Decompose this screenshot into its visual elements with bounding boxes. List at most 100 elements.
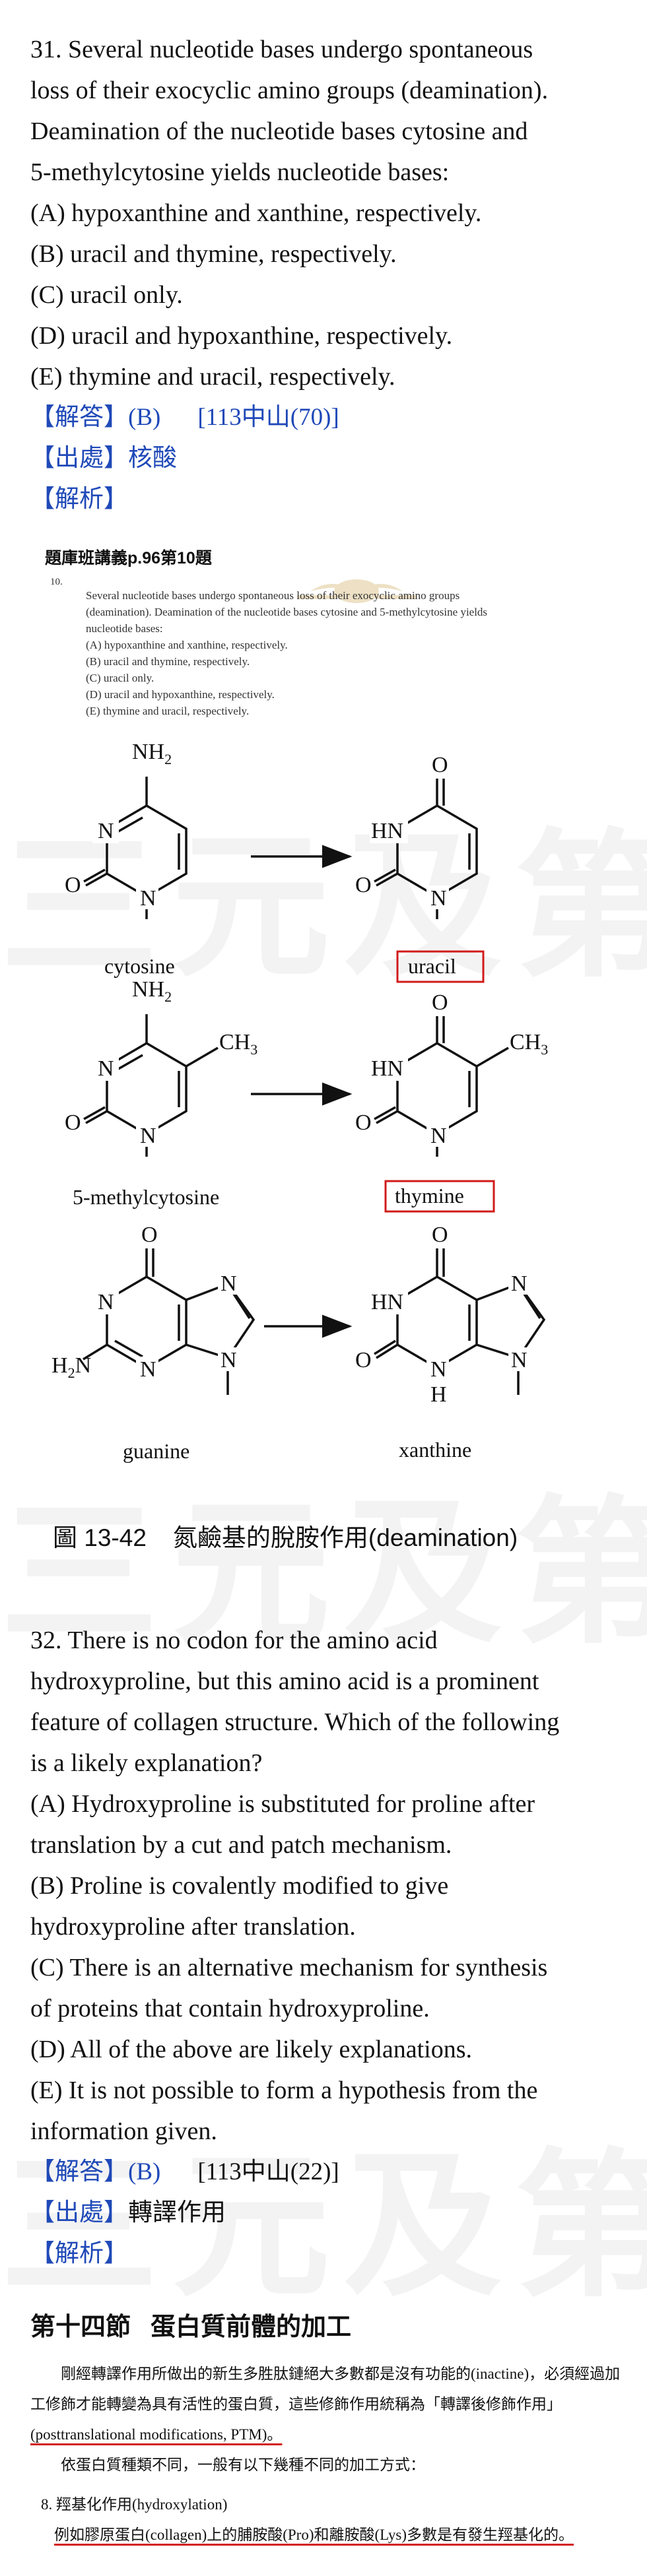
excerpt-line: (posttranslational modifications, PTM)。: [30, 2420, 625, 2450]
handout-line: (A) hypoxanthine and xanthine, respectiv…: [86, 639, 288, 651]
label-thymine: thymine: [395, 1184, 464, 1208]
q31-option-e: (E) thymine and uracil, respectively.: [30, 363, 395, 391]
atom-n: N: [140, 1357, 156, 1382]
cytosine-atoms: N N O NH2 cytosine: [65, 740, 175, 978]
thymine-highlight-box: [384, 1180, 495, 1213]
q31-analysis-row: 【解析】: [30, 479, 625, 520]
q32-line: feature of collagen structure. Which of …: [30, 1708, 560, 1736]
thymine-atoms: HN N O O CH3 thymine: [355, 990, 548, 1213]
label-5-methylcytosine: 5-methylcytosine: [73, 1185, 219, 1209]
atom-nh2: NH2: [132, 977, 172, 1005]
logo-watermark-icon: [297, 579, 416, 603]
q32-option-a: (A) Hydroxyproline is substituted for pr…: [30, 1790, 535, 1818]
handout-line: (deamination). Deamination of the nucleo…: [86, 606, 488, 618]
q32-option-d: (D) All of the above are likely explanat…: [30, 2036, 473, 2063]
q32-option-e: (E) It is not possible to form a hypothe…: [30, 2077, 538, 2104]
guanine-atoms: N N O N N H2N guanine: [51, 1223, 240, 1463]
caption-text: 氮鹼基的脫胺作用(deamination): [172, 1524, 518, 1551]
atom-o: O: [355, 1111, 372, 1135]
atom-n: N: [98, 819, 114, 843]
q31-line: Deamination of the nucleotide bases cyto…: [30, 117, 528, 145]
q31-line: 5-methylcytosine yields nucleotide bases…: [30, 158, 450, 186]
excerpt-line: 剛經轉譯作用所做出的新生多胜肽鏈絕大多數都是沒有功能的(inactine)，必須…: [61, 2366, 621, 2382]
handout-line: (C) uracil only.: [86, 672, 154, 684]
guanine-structure: [83, 1248, 255, 1395]
answer-label: 【解答】: [30, 404, 128, 431]
answer-label: 【解答】: [30, 2158, 128, 2185]
atom-n: N: [430, 1357, 447, 1382]
analysis-label: 【解析】: [30, 486, 128, 513]
q31-answer-row: 【解答】(B)[113中山(70)]: [30, 397, 625, 438]
item-text: 例如膠原蛋白(collagen)上的脯胺酸(Pro)和離胺酸(Lys)多數是有發…: [30, 2520, 625, 2550]
atom-o: O: [432, 1223, 448, 1247]
q31-origin-row: 【出處】核酸: [30, 438, 625, 479]
label-cytosine: cytosine: [104, 954, 175, 978]
origin-value: 轉譯作用: [128, 2199, 226, 2226]
analysis-label: 【解析】: [30, 2240, 128, 2267]
section-heading: 蛋白質前體的加工: [151, 2313, 352, 2341]
q31-option-d: (D) uracil and hypoxanthine, respectivel…: [30, 322, 453, 350]
label-guanine: guanine: [123, 1439, 189, 1463]
item-title: 8. 羥基化作用(hydroxylation): [41, 2496, 228, 2513]
origin-label: 【出處】: [30, 445, 128, 472]
section-number: 第十四節: [30, 2313, 131, 2341]
handout-body: Several nucleotide bases undergo spontan…: [86, 587, 627, 719]
atom-hn: HN: [371, 819, 403, 843]
xanthine-atoms: HN N H O O N N xanthine: [355, 1223, 531, 1462]
atom-o: O: [432, 990, 448, 1015]
atom-n: N: [430, 1124, 447, 1148]
q32-line: is a likely explanation?: [30, 1749, 263, 1777]
answer-value: (B): [128, 2158, 161, 2185]
excerpt-line: 工修飾才能轉變為具有活性的蛋白質，這些修飾作用統稱為「轉譯後修飾作用」: [30, 2396, 562, 2412]
origin-label: 【出處】: [30, 2199, 128, 2226]
q32-option-b: (B) Proline is covalently modified to gi…: [30, 1872, 449, 1900]
handout-line: (D) uracil and hypoxanthine, respectivel…: [86, 688, 275, 701]
atom-o: O: [355, 873, 372, 897]
handout-line: (E) thymine and uracil, respectively.: [86, 705, 250, 717]
uracil-atoms: HN N O O uracil: [355, 753, 485, 983]
atom-n: N: [221, 1348, 237, 1372]
q31-option-c: (C) uracil only.: [30, 281, 183, 309]
item-text-underlined: 例如膠原蛋白(collagen)上的脯胺酸(Pro)和離胺酸(Lys)多數是有發…: [54, 2527, 574, 2543]
q32-line: 32. There is no codon for the amino acid: [30, 1626, 438, 1654]
handout-title: 題庫班講義p.96第10題: [45, 549, 212, 567]
atom-o: O: [65, 1111, 81, 1135]
label-xanthine: xanthine: [399, 1438, 471, 1462]
atom-o: O: [65, 873, 81, 897]
question-31: 31. Several nucleotide bases undergo spo…: [30, 29, 625, 520]
watermark: 三元及第: [0, 1481, 647, 1665]
atom-ch3: CH3: [219, 1030, 257, 1058]
handout-line: (B) uracil and thymine, respectively.: [86, 655, 250, 668]
atom-n: N: [511, 1348, 528, 1372]
q32-line: of proteins that contain hydroxyproline.: [30, 1995, 430, 2022]
deamination-figure: N N O NH2 cytosine HN N: [0, 713, 647, 1570]
q31-line: 31. Several nucleotide bases undergo spo…: [30, 36, 533, 63]
section-excerpt: 剛經轉譯作用所做出的新生多胜肽鏈絕大多數都是沒有功能的(inactine)，必須…: [30, 2359, 625, 2550]
q31-option-a: (A) hypoxanthine and xanthine, respectiv…: [30, 199, 482, 227]
atom-nh2: NH2: [132, 740, 172, 767]
excerpt-line: 依蛋白質種類不同，一般有以下幾種不同的加工方式：: [61, 2457, 425, 2473]
q32-origin-row: 【出處】轉譯作用: [30, 2193, 625, 2234]
cytosine-structure: [83, 777, 187, 919]
atom-n: N: [430, 886, 447, 911]
atom-n: N: [221, 1272, 237, 1296]
handout-number: 10.: [50, 577, 63, 587]
atom-ch3: CH3: [510, 1030, 548, 1058]
atom-hn: HN: [371, 1056, 403, 1081]
atom-o: O: [355, 1348, 372, 1372]
handout-line: Several nucleotide bases undergo spontan…: [86, 589, 460, 602]
ptm-term: (posttranslational modifications, PTM)。: [30, 2426, 283, 2443]
uracil-structure: [374, 779, 478, 919]
atom-hn: HN: [371, 1290, 403, 1314]
q31-line: loss of their exocyclic amino groups (de…: [30, 77, 549, 104]
q32-line: translation by a cut and patch mechanism…: [30, 1831, 452, 1859]
atom-n: N: [140, 1124, 156, 1148]
source-ref: [113中山(22)]: [197, 2158, 339, 2185]
structures-svg: N N O NH2 cytosine HN N: [51, 740, 548, 1463]
q32-line: information given.: [30, 2117, 217, 2145]
atom-o: O: [141, 1223, 158, 1247]
source-ref: [113中山(70)]: [197, 404, 339, 431]
section-title: 第十四節蛋白質前體的加工: [30, 2306, 351, 2342]
caption-number: 圖 13-42: [53, 1524, 147, 1551]
q32-answer-row: 【解答】(B) [113中山(22)]: [30, 2152, 625, 2193]
